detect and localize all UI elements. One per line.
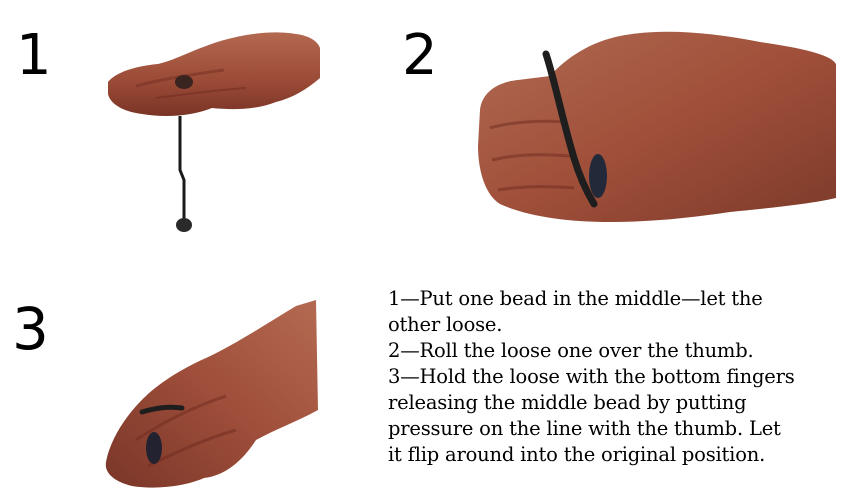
loose-bead — [176, 218, 192, 232]
instruction-line: releasing the middle bead by putting — [388, 390, 840, 416]
step-2-fist-photo — [470, 18, 840, 233]
instruction-line: it flip around into the original positio… — [388, 442, 840, 468]
instruction-line: pressure on the line with the thumb. Let — [388, 416, 840, 442]
middle-bead — [175, 75, 193, 89]
held-bead — [146, 432, 162, 464]
instructions-text: 1—Put one bead in the middle—let the oth… — [388, 286, 840, 468]
instruction-line: 2—Roll the loose one over the thumb. — [388, 338, 840, 364]
instruction-line: other loose. — [388, 312, 840, 338]
step-number-3: 3 — [12, 300, 49, 358]
step-number-1: 1 — [16, 28, 52, 84]
step-3-hand-photo — [96, 290, 321, 495]
rolled-bead — [589, 154, 607, 198]
closed-fist-hand — [478, 32, 836, 222]
tilted-hand — [106, 300, 318, 488]
hanging-line — [180, 116, 184, 220]
step-number-2: 2 — [402, 28, 438, 84]
step-1-hand-photo — [96, 20, 336, 240]
instruction-line: 3—Hold the loose with the bottom fingers — [388, 364, 840, 390]
instruction-line: 1—Put one bead in the middle—let the — [388, 286, 840, 312]
open-palm-hand — [108, 32, 320, 116]
